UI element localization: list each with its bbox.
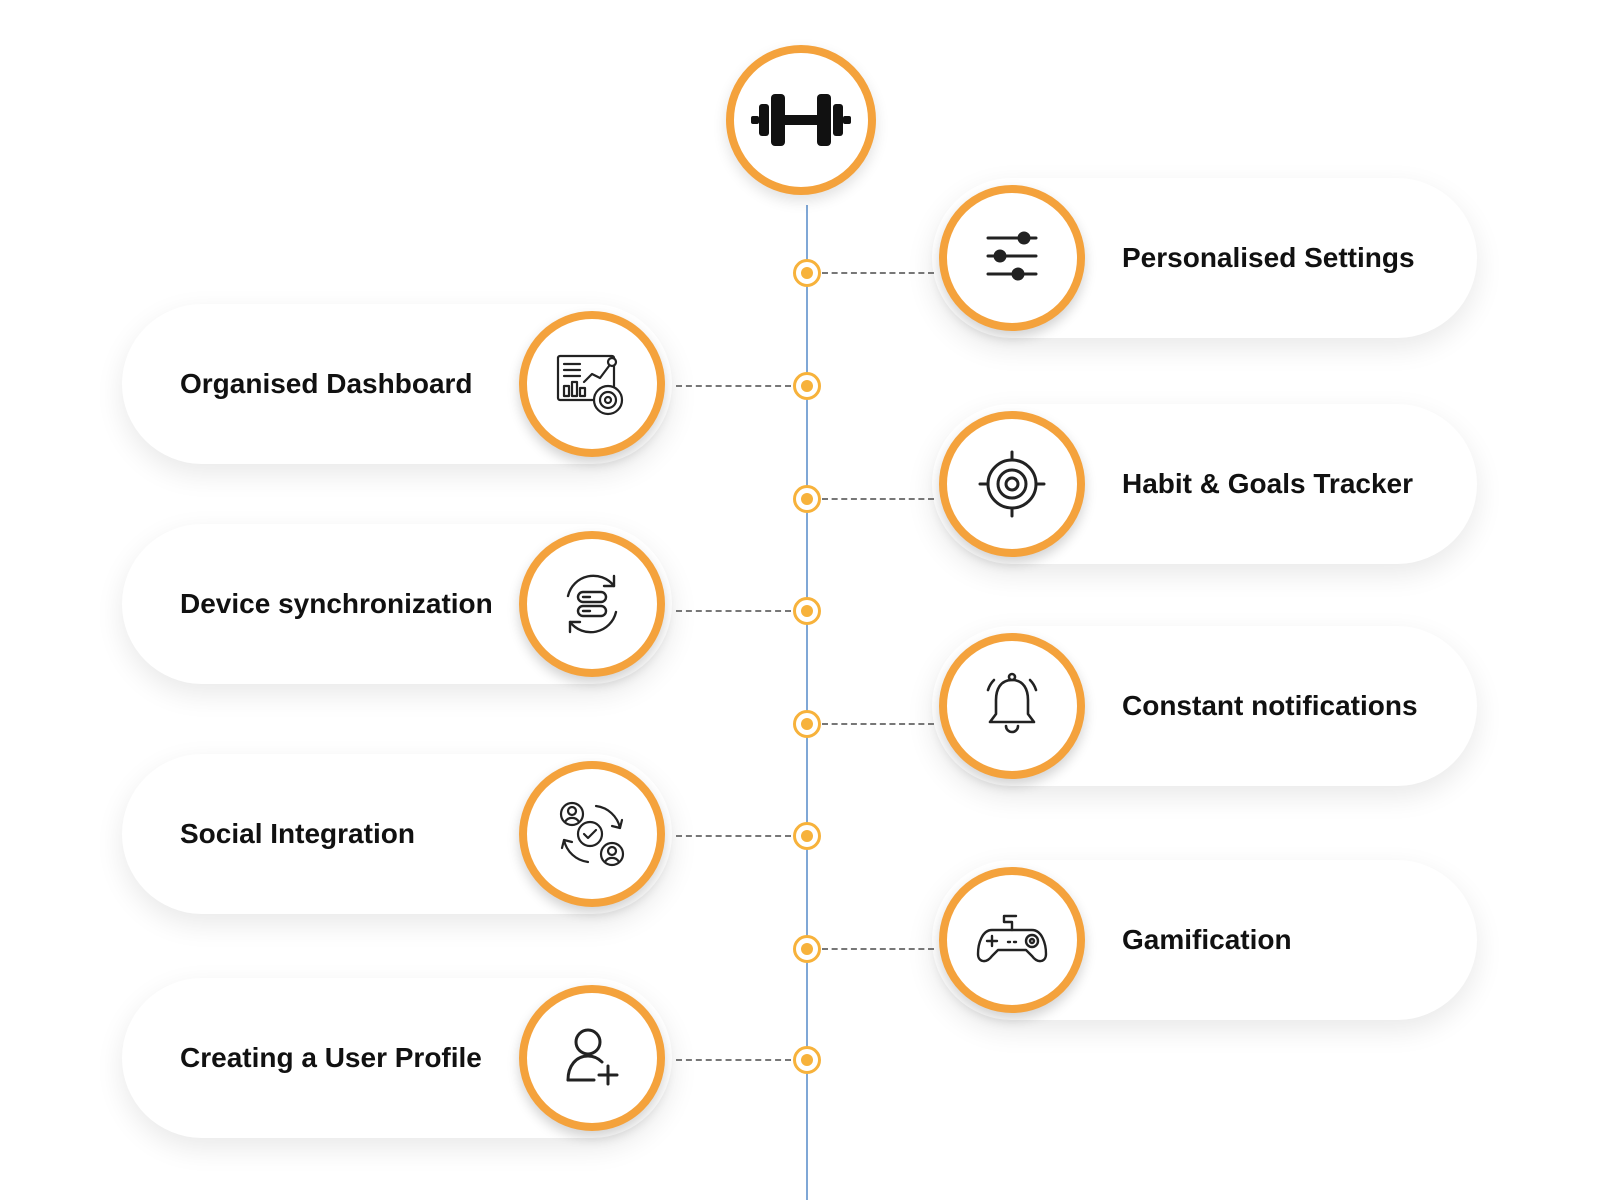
feature-label: Device synchronization — [180, 588, 493, 619]
connector-dash — [676, 385, 791, 387]
connector-dash — [676, 1059, 791, 1061]
connector-dash — [822, 498, 934, 500]
feature-icon-ring — [519, 761, 665, 907]
timeline-dot — [793, 597, 821, 625]
feature-label: Constant notifications — [1122, 690, 1418, 721]
feature-label: Personalised Settings — [1122, 242, 1415, 273]
feature-icon-ring — [939, 411, 1085, 557]
feature-icon-ring — [939, 185, 1085, 331]
bell-icon — [986, 672, 1038, 734]
timeline-dot — [793, 259, 821, 287]
feature-card-social-integration: Social Integration — [122, 754, 672, 914]
feature-card-personalised-settings: Personalised Settings — [932, 178, 1477, 338]
social-sync-icon — [559, 801, 625, 867]
feature-icon-ring — [519, 531, 665, 677]
dashboard-icon — [556, 354, 624, 416]
timeline-dot — [793, 822, 821, 850]
timeline-dot — [793, 935, 821, 963]
timeline-line — [806, 205, 808, 1200]
gamepad-icon — [976, 914, 1048, 963]
feature-label: Creating a User Profile — [180, 1042, 482, 1073]
target-icon — [978, 450, 1046, 518]
hub-circle — [726, 45, 876, 195]
connector-dash — [676, 610, 791, 612]
add-user-icon — [566, 1028, 619, 1086]
sync-icon — [566, 574, 618, 634]
feature-card-gamification: Gamification — [932, 860, 1477, 1020]
feature-icon-ring — [519, 311, 665, 457]
feature-card-device-synchronization: Device synchronization — [122, 524, 672, 684]
timeline-dot — [793, 710, 821, 738]
feature-label: Social Integration — [180, 818, 415, 849]
feature-card-creating-user-profile: Creating a User Profile — [122, 978, 672, 1138]
feature-icon-ring — [519, 985, 665, 1131]
sliders-icon — [986, 231, 1038, 281]
feature-icon-ring — [939, 867, 1085, 1013]
feature-label: Gamification — [1122, 924, 1292, 955]
feature-card-organised-dashboard: Organised Dashboard — [122, 304, 672, 464]
connector-dash — [676, 835, 791, 837]
timeline-dot — [793, 1046, 821, 1074]
dumbbell-icon — [751, 94, 851, 146]
connector-dash — [822, 272, 934, 274]
timeline-dot — [793, 372, 821, 400]
timeline-dot — [793, 485, 821, 513]
feature-label: Organised Dashboard — [180, 368, 473, 399]
feature-card-habit-goals-tracker: Habit & Goals Tracker — [932, 404, 1477, 564]
feature-icon-ring — [939, 633, 1085, 779]
connector-dash — [822, 723, 934, 725]
feature-label: Habit & Goals Tracker — [1122, 468, 1414, 499]
feature-card-constant-notifications: Constant notifications — [932, 626, 1477, 786]
connector-dash — [822, 948, 934, 950]
